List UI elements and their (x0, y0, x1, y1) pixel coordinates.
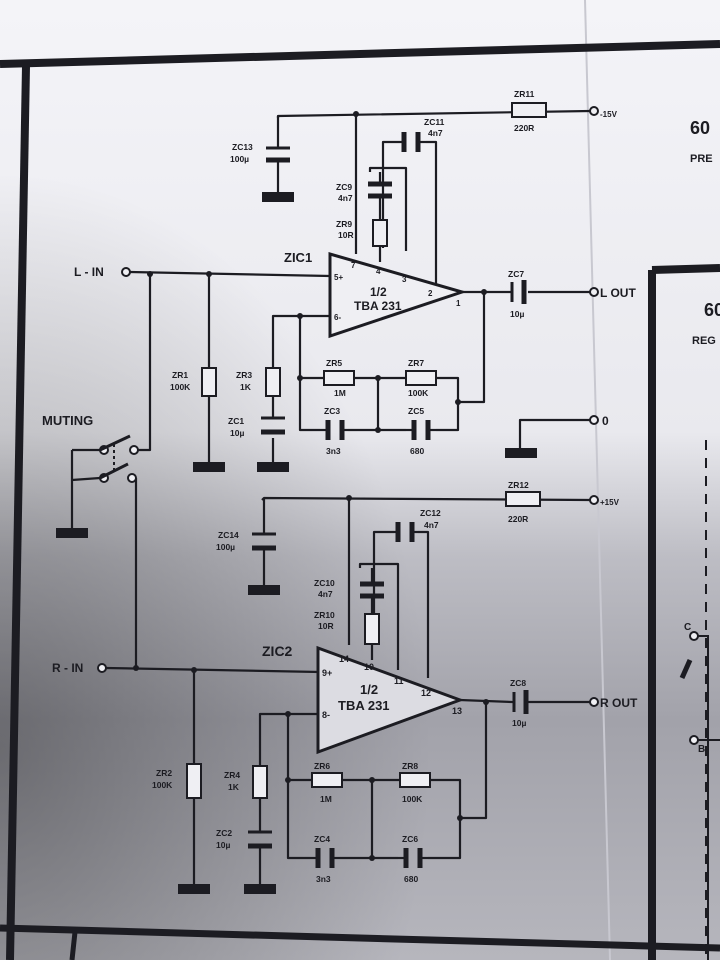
zr10-name: ZR10 (314, 610, 335, 620)
pin-label: 7 (351, 261, 356, 270)
edge-label-d: REG (692, 335, 716, 347)
zr12-name: ZR12 (508, 480, 529, 490)
edge-label-a: 60 (690, 118, 710, 138)
opamp-zic2 (316, 645, 465, 755)
paper-fold (584, 0, 611, 960)
pin-label: 6- (334, 313, 341, 322)
zc11-name: ZC11 (424, 117, 445, 127)
zc11-value: 4n7 (428, 128, 443, 138)
zc10-name: ZC10 (314, 578, 335, 588)
pin-label: 10 (364, 662, 374, 672)
zc5-value: 680 (410, 446, 424, 456)
zr6-name: ZR6 (314, 761, 330, 771)
zc9-value: 4n7 (338, 193, 353, 203)
zc7-value: 10µ (510, 309, 524, 319)
pin-label: 1 (456, 299, 461, 308)
zc12-name: ZC12 (420, 508, 441, 518)
zero-label: 0 (602, 414, 609, 428)
zr6-value: 1M (320, 794, 332, 804)
pin-label: 14 (339, 654, 349, 664)
zr9-value: 10R (338, 230, 354, 240)
zc3-value: 3n3 (326, 446, 341, 456)
zr12-value: 220R (508, 514, 528, 524)
junction-dots (133, 111, 489, 861)
ic2-half-label: 1/2 (360, 682, 378, 697)
zc13-value: 100µ (230, 154, 249, 164)
zr3-value: 1K (240, 382, 252, 392)
adjacent-circuit-fragment (679, 440, 720, 960)
zr4-name: ZR4 (224, 770, 240, 780)
ic1-half-label: 1/2 (370, 285, 387, 299)
zr7-value: 100K (408, 388, 429, 398)
resistors (186, 102, 547, 799)
ic1-type-label: TBA 231 (354, 299, 402, 313)
zr10-value: 10R (318, 621, 334, 631)
zc14-name: ZC14 (218, 530, 239, 540)
pin-label: 13 (452, 706, 462, 716)
zc8-value: 10µ (512, 718, 526, 728)
zc9-name: ZC9 (336, 182, 352, 192)
r-out-label: R OUT (600, 696, 638, 710)
pin-label: 8- (322, 710, 330, 720)
zc2-name: ZC2 (216, 828, 232, 838)
pin-label: 9+ (322, 668, 332, 678)
zr8-value: 100K (402, 794, 423, 804)
zc8-name: ZC8 (510, 678, 526, 688)
zr1-value: 100K (170, 382, 191, 392)
zc7-name: ZC7 (508, 269, 524, 279)
zic2-label: ZIC2 (262, 643, 293, 659)
zr5-value: 1M (334, 388, 346, 398)
pos15-label: +15V (600, 498, 620, 507)
muting-switch (99, 434, 131, 480)
circuit-wires (70, 109, 591, 884)
pin-label: 5+ (334, 273, 343, 282)
zc6-name: ZC6 (402, 834, 418, 844)
zr3-name: ZR3 (236, 370, 252, 380)
page-frame (0, 40, 720, 960)
zc13-name: ZC13 (232, 142, 253, 152)
zc12-value: 4n7 (424, 520, 439, 530)
zr1-name: ZR1 (172, 370, 188, 380)
zr8-name: ZR8 (402, 761, 418, 771)
zr9-name: ZR9 (336, 219, 352, 229)
edge-label-b: PRE (690, 153, 713, 165)
zr2-name: ZR2 (156, 768, 172, 778)
r-in-label: R - IN (52, 661, 83, 675)
zc6-value: 680 (404, 874, 418, 884)
zc1-value: 10µ (230, 428, 244, 438)
neg15-label: -15V (600, 110, 618, 119)
zr11-name: ZR11 (514, 89, 535, 99)
zc14-value: 100µ (216, 542, 235, 552)
zc10-value: 4n7 (318, 589, 333, 599)
zr5-name: ZR5 (326, 358, 342, 368)
l-out-label: L OUT (600, 286, 636, 300)
edge-switch-b: B (698, 744, 705, 755)
zc3-name: ZC3 (324, 406, 340, 416)
zc1-name: ZC1 (228, 416, 244, 426)
zc2-value: 10µ (216, 840, 230, 850)
l-in-label: L - IN (74, 265, 104, 279)
opamp-zic1 (328, 252, 468, 339)
zc4-name: ZC4 (314, 834, 330, 844)
edge-switch-c: C (684, 622, 691, 633)
zic1-label: ZIC1 (284, 250, 312, 265)
zc4-value: 3n3 (316, 874, 331, 884)
edge-label-c: 60 (704, 300, 720, 320)
zr7-name: ZR7 (408, 358, 424, 368)
ground-symbols (56, 192, 537, 894)
muting-label: MUTING (42, 413, 93, 428)
zr2-value: 100K (152, 780, 173, 790)
ic2-type-label: TBA 231 (338, 698, 390, 713)
pin-label: 2 (428, 289, 433, 298)
pin-label: 4 (376, 267, 381, 276)
pin-label: 3 (402, 275, 407, 284)
capacitors (248, 132, 530, 868)
pin-label: 12 (421, 688, 431, 698)
zc5-name: ZC5 (408, 406, 424, 416)
zr11-value: 220R (514, 123, 534, 133)
zr4-value: 1K (228, 782, 240, 792)
pin-label: 11 (394, 676, 404, 686)
